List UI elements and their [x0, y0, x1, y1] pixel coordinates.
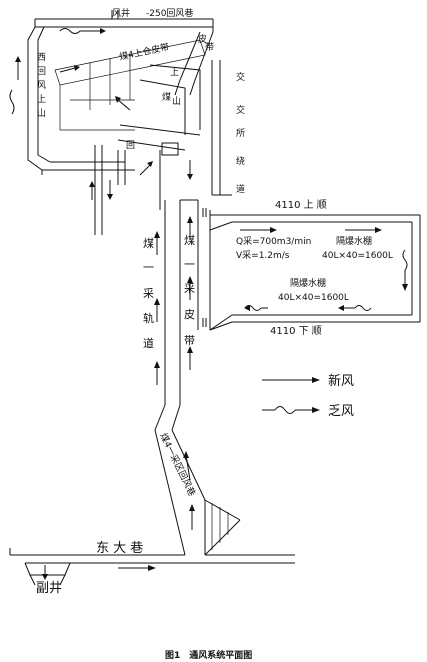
jiao-label-2: 交 [236, 104, 245, 116]
right-belt-label-5: 带 [184, 334, 195, 347]
west-return-label-5: 山 [37, 108, 46, 119]
jiao-label-5: 道 [236, 183, 245, 195]
lower-diagonal-roadway [154, 404, 241, 556]
left-track-label-5: 道 [143, 336, 154, 350]
air-shaft-label: 风井 [112, 7, 130, 19]
west-return-label-4: 上 [37, 94, 46, 105]
main-vertical-roadways [164, 199, 211, 405]
figure-caption: 图1 通风系统平面图 [165, 649, 252, 661]
water-trough-lower-title: 隔爆水棚 [290, 277, 326, 289]
east-roadway-arrows [42, 565, 156, 580]
right-belt-label-4: 皮 [184, 308, 195, 321]
legend-exhaust-label: 乏风 [328, 404, 354, 419]
left-track-label-4: 轨 [143, 311, 154, 325]
left-track-label-2: 一 [143, 261, 154, 274]
jiao-label-4: 绕 [236, 155, 245, 167]
right-belt-label-2: 一 [184, 258, 195, 271]
west-return-area [27, 26, 214, 235]
left-track-label-1: 煤 [143, 237, 154, 250]
jiao-label-1: 交 [236, 71, 245, 83]
aux-shaft-label: 副井 [36, 581, 62, 596]
legend-exhaust-symbol [262, 406, 320, 414]
track-4110-upper-label: 4110 上 顺 [275, 199, 327, 211]
top-return-roadway [34, 10, 214, 32]
west-area-arrows [9, 56, 193, 200]
main-vertical-arrows [154, 216, 193, 385]
west-return-label-3: 风 [37, 80, 46, 91]
working-face-4110 [202, 208, 421, 331]
hui-label: 回 [126, 140, 135, 151]
legend-fresh-label: 新风 [328, 373, 354, 389]
q-caption: Q采=700m3/min [236, 236, 311, 247]
belt-incline-label-2: 带 [205, 42, 214, 53]
lower-diagonal-arrows [183, 451, 195, 530]
right-belt-label-1: 煤 [184, 234, 195, 247]
top-roadway-label: -250回风巷 [146, 8, 193, 19]
legend [262, 377, 320, 414]
mid-incline-label-2: 山 [172, 96, 181, 107]
track-4110-lower-label: 4110 下 顺 [270, 325, 322, 337]
left-track-label-3: 采 [143, 287, 154, 300]
legend-fresh-symbol [262, 377, 320, 383]
west-return-label-2: 回 [37, 66, 46, 77]
east-roadway-label: 东 大 巷 [96, 541, 143, 556]
mid-incline-label-1: 煤 [162, 91, 171, 103]
working-face-arrows [240, 227, 408, 311]
jiao-bypass [211, 60, 232, 196]
coal-bunker-belt-label: 煤4上仓皮带 [118, 41, 170, 63]
west-return-label-1: 西 [37, 52, 46, 63]
water-trough-upper-value: 40L×40=1600L [322, 251, 393, 261]
water-trough-upper-title: 隔爆水棚 [336, 235, 372, 247]
east-main-roadway [9, 548, 295, 586]
upper-incline-label: 上 [170, 67, 179, 78]
exhaust-wave-top [59, 28, 106, 34]
v-caption: V采=1.2m/s [236, 250, 290, 261]
water-trough-lower-value: 40L×40=1600L [278, 293, 349, 303]
jiao-label-3: 所 [236, 128, 245, 139]
belt-incline-label-1: 皮 [198, 33, 207, 45]
